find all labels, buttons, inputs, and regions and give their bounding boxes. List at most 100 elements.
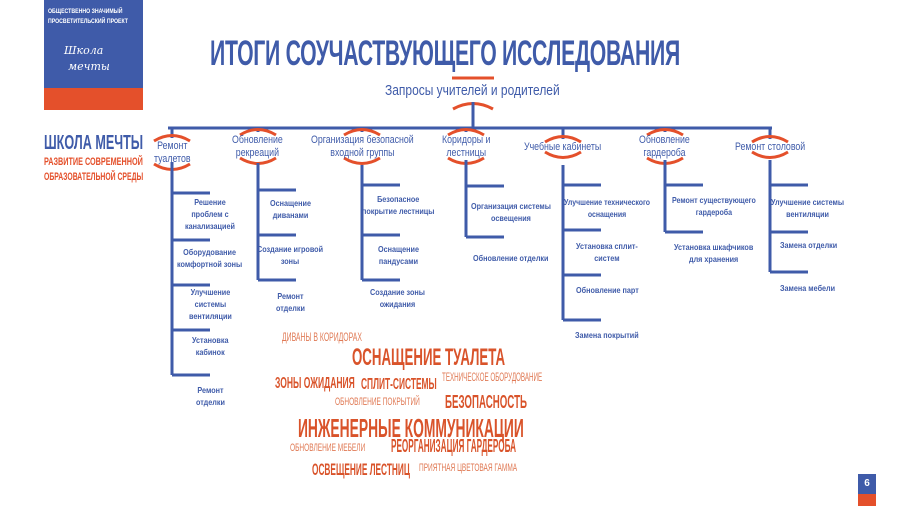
word-cloud-term: ОСНАЩЕНИЕ ТУАЛЕТА bbox=[352, 344, 506, 371]
word-cloud-term: ЗОНЫ ОЖИДАНИЯ bbox=[275, 375, 355, 392]
word-cloud-term: СПЛИТ-СИСТЕМЫ bbox=[361, 376, 437, 393]
branch-item: Установка шкафчиков для хранения bbox=[674, 241, 753, 265]
branch-item: Замена отделки bbox=[780, 239, 837, 251]
logo-top-line2: ПРОСВЕТИТЕЛЬСКИЙ ПРОЕКТ bbox=[48, 18, 128, 25]
branch-item-line: системы bbox=[194, 299, 226, 309]
branch-item-line: покрытие лестницы bbox=[361, 206, 435, 216]
branch-header-line: рекреаций bbox=[236, 147, 280, 159]
branch-item-line: Безопасное bbox=[376, 194, 420, 204]
branch-item: Ремонт отделки bbox=[196, 384, 225, 408]
branch-item-line: Ремонт существующего bbox=[672, 195, 756, 205]
word-cloud-term: ДИВАНЫ В КОРИДОРАХ bbox=[282, 330, 362, 344]
word-cloud-term: ОБНОВЛЕНИЕ ПОКРЫТИЙ bbox=[335, 396, 420, 408]
branch-item-line: вентиляции bbox=[188, 311, 232, 321]
branch-item: Замена покрытий bbox=[575, 329, 639, 341]
word-cloud-term: ИНЖЕНЕРНЫЕ КОММУНИКАЦИИ bbox=[298, 413, 524, 443]
branch-item: Создание зоны ожидания bbox=[370, 286, 425, 310]
branch-item-line: пандусами bbox=[378, 256, 418, 266]
branch-item-line: диванами bbox=[272, 210, 308, 220]
word-cloud-term: РЕОРГАНИЗАЦИЯ ГАРДЕРОБА bbox=[391, 436, 517, 456]
branch-item-line: оснащения bbox=[587, 209, 627, 219]
branch-item-line: канализацией bbox=[184, 221, 235, 231]
branch-item: Замена мебели bbox=[780, 282, 835, 294]
slide-title: ИТОГИ СОУЧАСТВУЮЩЕГО ИССЛЕДОВАНИЯ bbox=[210, 34, 680, 73]
branch-item-line: Создание игровой bbox=[256, 244, 323, 254]
branch-item-line: Решение bbox=[194, 197, 226, 207]
branch-header-line: входной группы bbox=[330, 147, 395, 159]
branch-item: Установка кабинок bbox=[192, 334, 228, 358]
brand-name: ШКОЛА МЕЧТЫ bbox=[44, 132, 144, 154]
branch-header-line: Организация безопасной bbox=[310, 134, 414, 146]
page-number: 6 bbox=[858, 474, 876, 494]
branch-item: Улучшение технического оснащения bbox=[564, 196, 650, 220]
branch-item-line: гардероба bbox=[695, 207, 733, 217]
branch-item-line: Обновление парт bbox=[575, 285, 639, 295]
branch-header-line: Ремонт bbox=[156, 140, 187, 152]
branch-arc-top bbox=[239, 128, 277, 137]
branch-item-line: Организация системы bbox=[471, 201, 551, 211]
branch-item-line: Улучшение технического bbox=[564, 197, 651, 207]
branch-item-line: проблем с bbox=[191, 209, 229, 219]
branch-arc-top bbox=[544, 135, 582, 144]
branch-header-line: Обновление bbox=[639, 134, 691, 146]
branch-arc-bottom bbox=[343, 156, 381, 165]
logo-script-2: мечты bbox=[68, 60, 110, 73]
logo-panel: ОБЩЕСТВЕННО ЗНАЧИМЫЙ ПРОСВЕТИТЕЛЬСКИЙ ПР… bbox=[44, 0, 143, 110]
branch-item-line: Оборудование bbox=[183, 247, 237, 257]
brand-subtitle-1: РАЗВИТИЕ СОВРЕМЕННОЙ bbox=[44, 156, 143, 168]
branch-item-line: Установка шкафчиков bbox=[674, 242, 754, 252]
word-cloud-term: ОСВЕЩЕНИЕ ЛЕСТНИЦ bbox=[312, 460, 410, 479]
branch-header-line: Учебные кабинеты bbox=[524, 141, 602, 153]
branch-header: Ремонт столовой bbox=[735, 141, 805, 154]
branch-item-line: Замена отделки bbox=[779, 240, 837, 250]
tree-root: Запросы учителей и родителей bbox=[385, 82, 560, 99]
branch-item-line: Ремонт bbox=[276, 291, 304, 301]
branch-arc-bottom bbox=[544, 150, 582, 159]
branch-item: Установка сплит-систем bbox=[576, 240, 638, 264]
brand-subtitle-2: ОБРАЗОВАТЕЛЬНОЙ СРЕДЫ bbox=[44, 171, 144, 183]
branch-item-line: Ремонт bbox=[196, 385, 224, 395]
branch-item-line: Замена покрытий bbox=[575, 330, 639, 340]
branch-item-line: ожидания bbox=[380, 299, 416, 309]
branch-item: Ремонт существующего гардероба bbox=[672, 194, 756, 218]
branch-item: Обновление парт bbox=[576, 284, 639, 296]
branch-header-line: туалетов bbox=[153, 153, 191, 165]
logo-script-1: Школа bbox=[64, 44, 104, 57]
logo-top-line1: ОБЩЕСТВЕННО ЗНАЧИМЫЙ bbox=[48, 8, 123, 15]
branch-header-line: Обновление bbox=[232, 134, 284, 146]
branch-item-line: Обновление отделки bbox=[473, 253, 549, 263]
branch-arc-top bbox=[343, 128, 381, 137]
branch-item-line: отделки bbox=[195, 397, 225, 407]
branch-arc-top bbox=[153, 134, 191, 143]
branch-arc-top bbox=[646, 128, 684, 137]
branch-header-line: лестницы bbox=[446, 147, 486, 159]
branch-item-line: Улучшение bbox=[190, 287, 230, 297]
branch-item-line: систем bbox=[594, 253, 620, 263]
branch-item: Решение проблем с канализацией bbox=[185, 196, 235, 232]
word-cloud-term: ПРИЯТНАЯ ЦВЕТОВАЯ ГАММА bbox=[419, 462, 518, 474]
branch-header: Учебные кабинеты bbox=[524, 141, 601, 154]
branch-item-line: Замена мебели bbox=[780, 283, 836, 293]
branch-item-line: для хранения bbox=[689, 254, 739, 264]
branch-item-line: кабинок bbox=[195, 347, 225, 357]
branch-item-line: освещения bbox=[491, 213, 531, 223]
branch-item: Безопасное покрытие лестницы bbox=[362, 193, 434, 217]
branch-arc-top bbox=[447, 128, 485, 137]
branch-item-line: Создание зоны bbox=[370, 287, 426, 297]
branch-item-line: Установка bbox=[191, 335, 229, 345]
branch-item-line: вентиляции bbox=[786, 209, 830, 219]
branch-header-line: гардероба bbox=[643, 147, 686, 159]
branch-item: Обновление отделки bbox=[473, 252, 548, 264]
word-cloud-term: ОБНОВЛЕНИЕ МЕБЕЛИ bbox=[290, 442, 366, 454]
